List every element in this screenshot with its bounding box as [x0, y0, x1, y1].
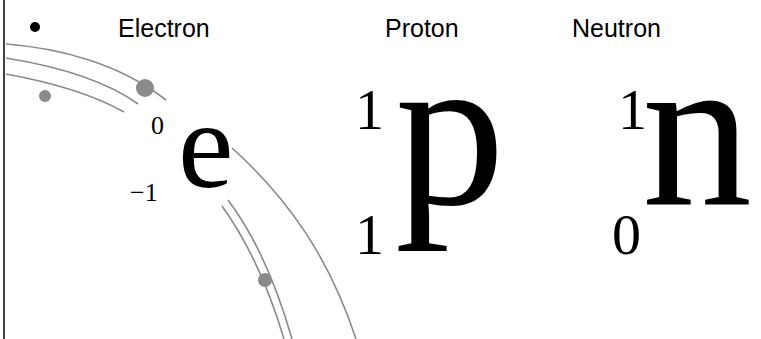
particle-symbol: n: [642, 20, 752, 240]
particle-symbol: e: [178, 83, 233, 208]
orbit-arc: [6, 58, 138, 104]
orbit-arc: [6, 44, 166, 100]
orbit-arc: [6, 74, 124, 112]
bullet-dot: [30, 22, 40, 32]
charge-number: 1: [355, 206, 384, 264]
orbit-arc: [228, 200, 292, 339]
orbit-arcs: [6, 44, 356, 339]
frame-line: [3, 0, 5, 339]
mass-number: 1: [355, 81, 384, 139]
particle-symbol: p: [395, 20, 505, 240]
column-heading: Electron: [118, 16, 210, 41]
orbit-arc: [232, 148, 356, 339]
charge-number: 0: [612, 206, 641, 264]
charge-number: −1: [130, 180, 158, 206]
orbit-arc: [222, 206, 284, 339]
electron-dot: [258, 273, 272, 287]
electron-dot: [39, 90, 51, 102]
electron-dot: [136, 79, 154, 97]
mass-number: 0: [151, 113, 164, 139]
